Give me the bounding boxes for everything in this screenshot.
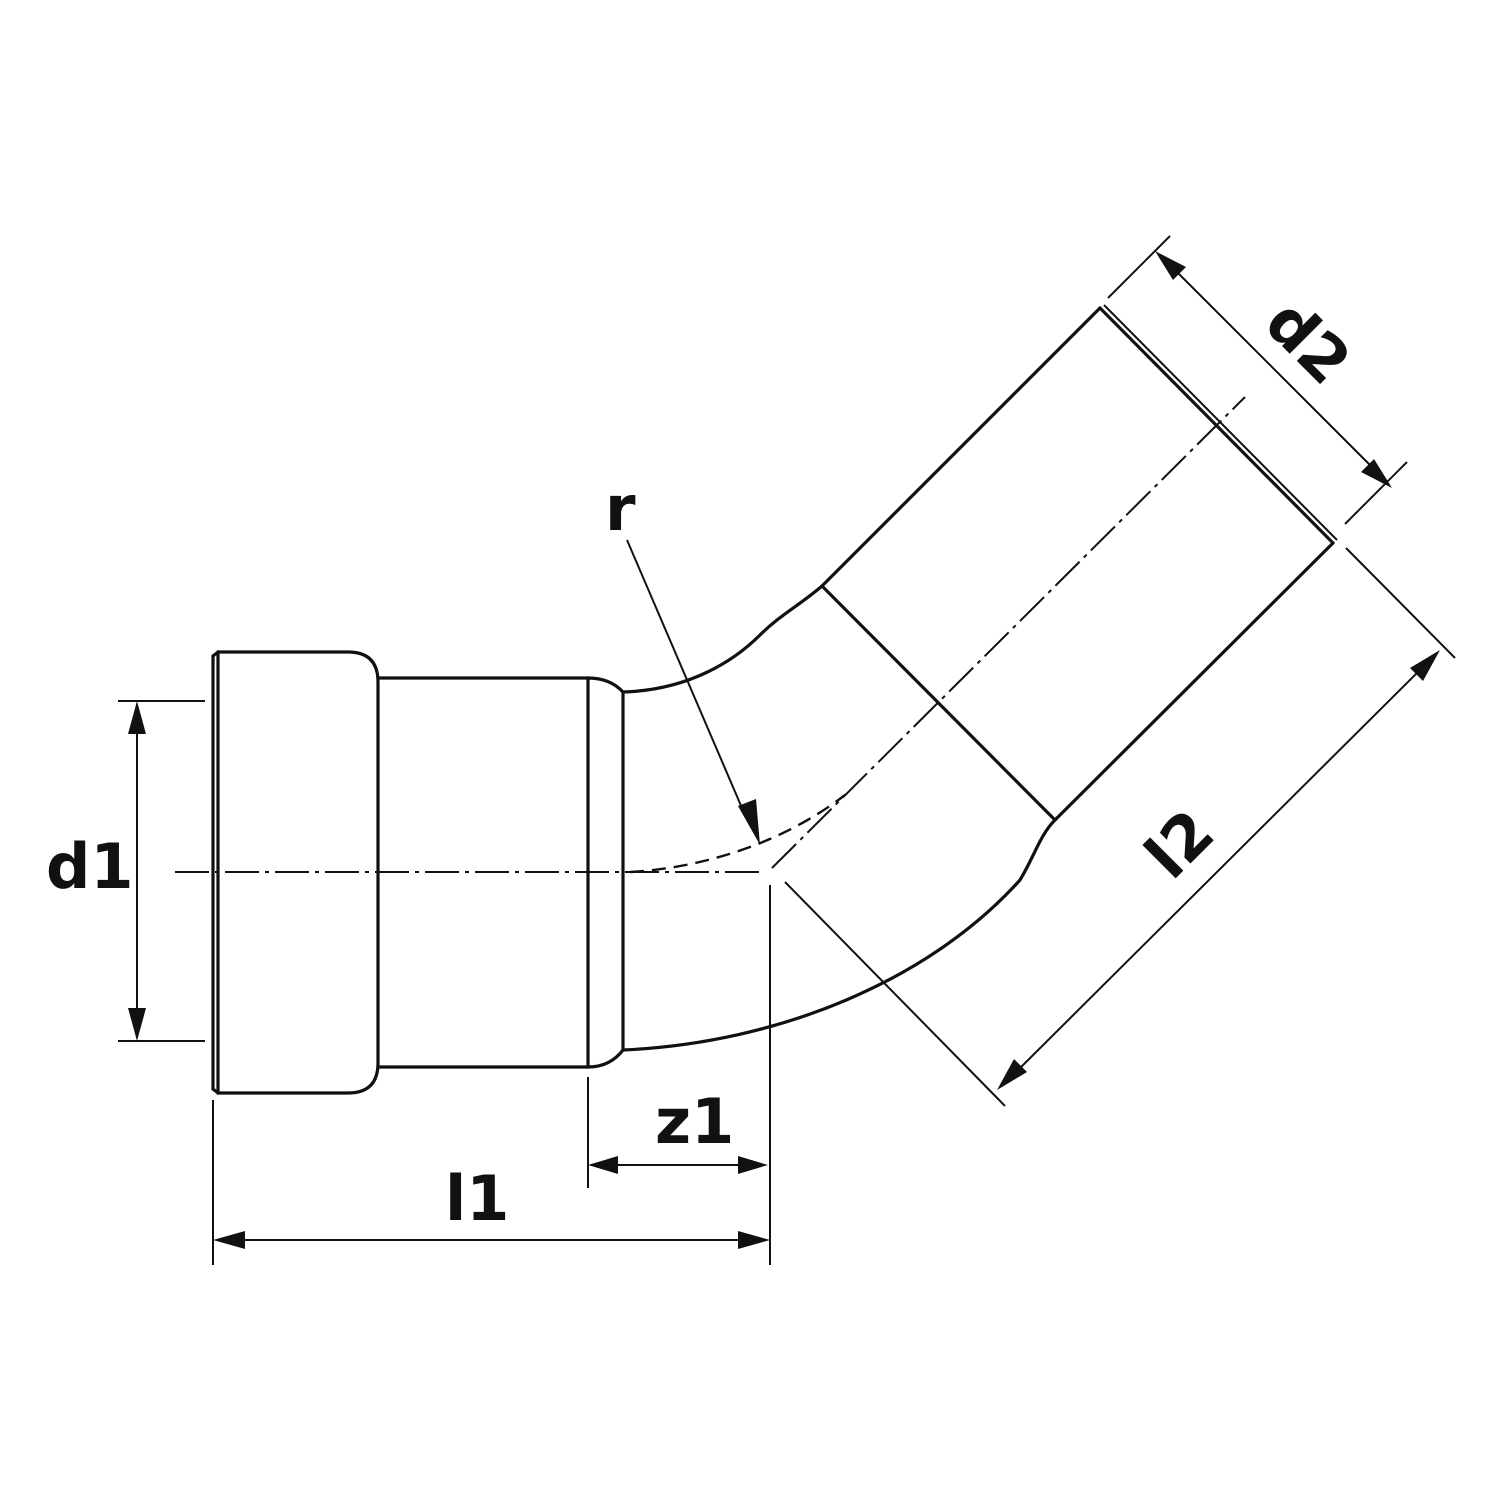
label-z1: z1 [655, 1085, 734, 1158]
label-l2: l2 [1131, 795, 1228, 892]
dimension-r: r [605, 472, 760, 845]
dimension-l2: l2 [784, 547, 1456, 1107]
label-d2: d2 [1251, 285, 1365, 399]
dimension-d1: d1 [46, 700, 205, 1042]
dimension-l1: l1 [212, 1100, 770, 1265]
dimension-z1: z1 [587, 885, 771, 1265]
label-l1: l1 [445, 1162, 509, 1235]
bend-radius-arc [629, 794, 846, 874]
socket-body [376, 676, 625, 1069]
elbow-bend [621, 584, 1057, 1052]
diagonal-centerline [771, 396, 1246, 869]
centerlines [175, 396, 1246, 874]
label-d1: d1 [46, 830, 134, 903]
dimension-d2: d2 [1107, 235, 1408, 525]
label-r: r [605, 472, 636, 545]
